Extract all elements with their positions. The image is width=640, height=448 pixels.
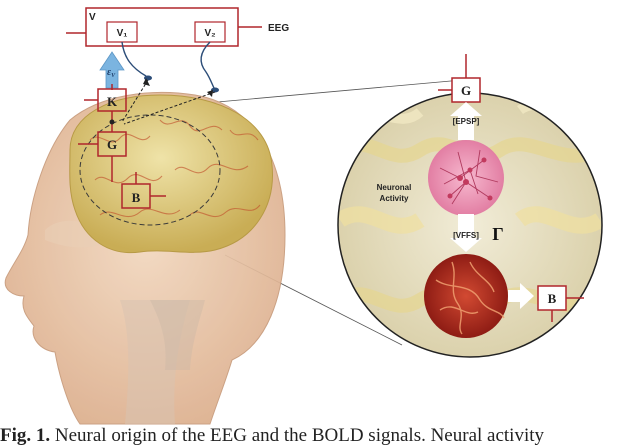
vffs-label: [VFFS] [453,231,479,240]
epsilon-arrow-icon [99,51,125,89]
electrode-icon [211,87,219,93]
epsp-arrow-icon [450,102,482,140]
zoom-g-box [451,77,481,103]
bold-arrow-icon [508,283,534,309]
caption-label: Fig. 1. [0,425,51,446]
caption-text: Neural origin of the EEG and the BOLD si… [54,425,545,446]
vffs-arrow-icon [450,214,482,252]
gamma-label: Γ [492,224,503,244]
brain-region-ellipse [79,114,221,226]
eeg-output-label: EEG [268,23,289,34]
figure-caption: Fig. 1. Neural origin of the EEG and the… [0,424,640,448]
marker-k-label: K [107,94,118,109]
zoom-g-label: G [461,83,471,98]
marker-b-label: B [132,190,141,205]
neuron-network-icon [428,140,504,216]
zoom-b-label: B [548,291,557,306]
marker-g-label: G [107,137,117,152]
v1-label: V₁ [117,28,128,39]
v2-label: V₂ [204,28,215,39]
head-markers: K G B [78,84,166,209]
epsp-label: [EPSP] [453,117,480,126]
brain-illustration [69,94,273,254]
eeg-circuit: V V₁ V₂ EEG εV [66,7,289,125]
blood-vessel-icon [424,254,508,338]
circuit-box-label: V [89,12,96,23]
epsilon-label: εV [107,67,116,79]
